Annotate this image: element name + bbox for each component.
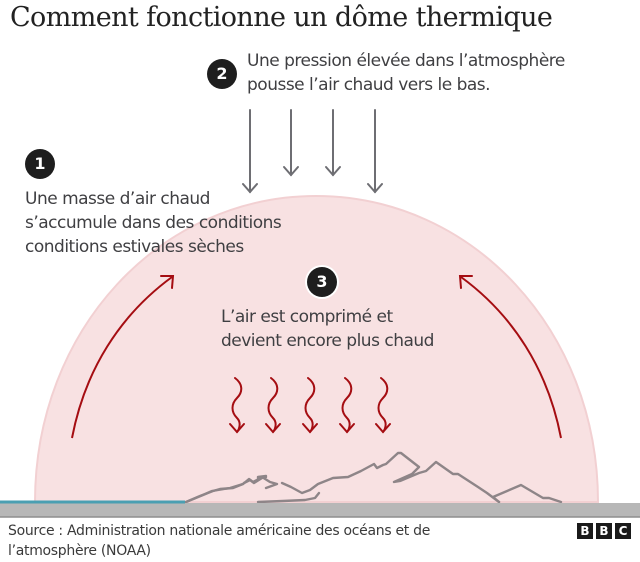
- arrow-down-icon: [242, 109, 258, 194]
- ground: [0, 503, 640, 517]
- step-2-line-1: Une pression élevée dans l’atmosphère: [247, 51, 565, 71]
- bbc-logo-c: C: [615, 523, 631, 539]
- bbc-logo-b1: B: [577, 523, 593, 539]
- step-1-line-1: Une masse d’air chaud: [25, 189, 210, 209]
- curved-arrow-right-icon: [460, 276, 562, 439]
- step-3-badge: 3: [307, 267, 337, 297]
- source-line-1: Source : Administration nationale améric…: [8, 523, 431, 539]
- step-3-text: L’air est comprimé et devient encore plu…: [221, 305, 434, 353]
- step-1-line-2: s’accumule dans des conditions: [25, 213, 282, 233]
- step-2-text: Une pression élevée dans l’atmosphère po…: [247, 49, 565, 97]
- heat-dome: [33, 194, 600, 503]
- step-1-badge: 1: [25, 149, 55, 179]
- wavy-arrow-down-icon: [302, 377, 318, 434]
- pressure-arrows: [242, 109, 383, 194]
- curved-arrow-left-icon: [71, 276, 173, 439]
- arrow-down-icon: [325, 109, 341, 177]
- heat-arrows: [229, 377, 391, 434]
- step-3-line-1: L’air est comprimé et: [221, 307, 393, 327]
- bbc-logo-b2: B: [596, 523, 612, 539]
- step-2-line-2: pousse l’air chaud vers le bas.: [247, 75, 491, 95]
- step-3-line-2: devient encore plus chaud: [221, 331, 434, 351]
- arrow-down-icon: [283, 109, 299, 177]
- step-1-text: Une masse d’air chaud s’accumule dans de…: [25, 187, 282, 259]
- page-title: Comment fonctionne un dôme thermique: [10, 2, 553, 33]
- wavy-arrow-down-icon: [339, 377, 355, 434]
- wavy-arrow-down-icon: [229, 377, 245, 434]
- mountains: [184, 451, 563, 504]
- circulation-arrows: [71, 275, 562, 439]
- bbc-logo: B B C: [577, 523, 631, 539]
- source-line-2: l’atmosphère (NOAA): [8, 543, 151, 559]
- wavy-arrow-down-icon: [265, 377, 281, 434]
- step-2-badge: 2: [207, 59, 237, 89]
- step-1-line-3: conditions estivales sèches: [25, 237, 244, 257]
- wavy-arrow-down-icon: [375, 377, 391, 434]
- arrow-down-icon: [367, 109, 383, 194]
- source-caption: Source : Administration nationale améric…: [8, 521, 430, 561]
